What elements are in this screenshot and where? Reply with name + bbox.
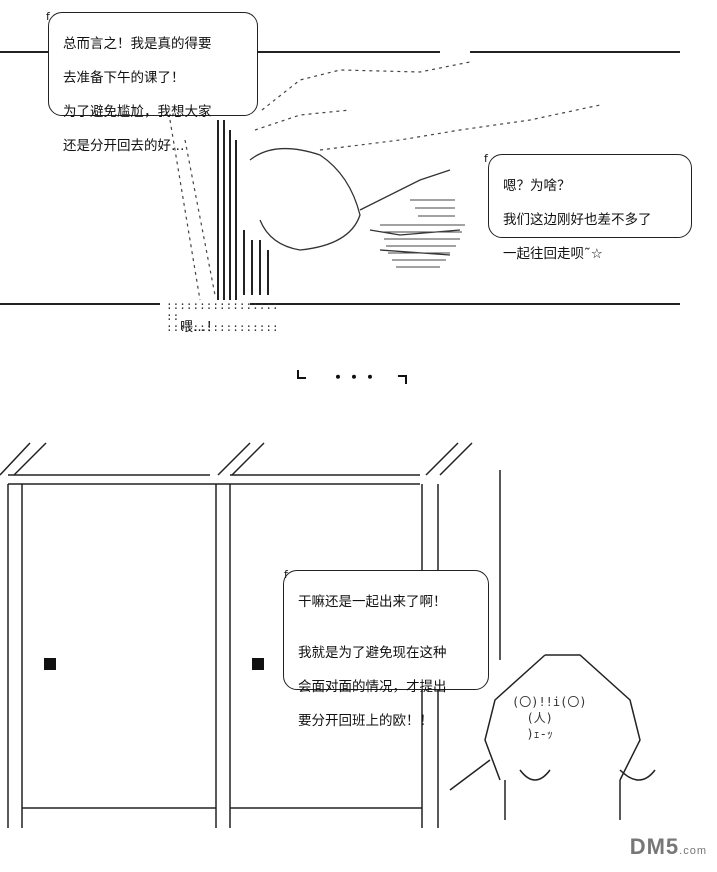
bubble-tag: f [284, 568, 288, 581]
bubble-line: 总而言之！我是真的得要 [63, 36, 212, 52]
shout-text: 喂…！ [180, 320, 220, 335]
figure-hatching [217, 120, 269, 300]
bubble-line: 去准备下午的课了！ [63, 70, 185, 86]
panel1-rules [0, 51, 680, 305]
bubble-line: 我们这边刚好也差不多了 [503, 212, 652, 228]
shout-dots: ::::::::::::::::: :: ::::::::::::::::: [166, 299, 279, 334]
bubble-line: 为了避免尴尬，我想大家 [63, 104, 212, 120]
speech-bubble-right: 嗯？为啥？ 我们这边刚好也差不多了 一起往回走呗˜☆ [488, 154, 692, 262]
bubble-line: 要分开回班上的欧！！ [298, 713, 433, 729]
watermark-suffix: .com [679, 845, 707, 857]
ellipsis-brackets [297, 370, 407, 384]
speech-bubble-panel2: 干嘛还是一起出来了啊！ 我就是为了避免现在这种 会面对面的情况，才提出 要分开回… [283, 570, 489, 729]
bubble-line: 一起往回走呗˜☆ [503, 246, 603, 262]
ellipsis-text: ・・・ [330, 368, 379, 387]
bubble-tag: f [46, 10, 50, 23]
character-face: (〇)!!i(〇) (人) )ｪ-ｯ [512, 695, 587, 741]
bubble-line: 干嘛还是一起出来了啊！ [298, 594, 447, 610]
bubble-line: 我就是为了避免现在这种 [298, 645, 447, 661]
door-handle-left [44, 658, 56, 670]
speech-bubble-left: 总而言之！我是真的得要 去准备下午的课了！ 为了避免尴尬，我想大家 还是分开回去… [48, 12, 258, 154]
character-sketch [449, 654, 656, 820]
door-handle-right [252, 658, 264, 670]
bubble-line: 嗯？为啥？ [503, 178, 571, 194]
dotted-motion-lines [169, 61, 601, 301]
bubble-tag: f [484, 152, 488, 165]
watermark-logo: DM5.com [630, 834, 707, 860]
bubble-line: 会面对面的情况，才提出 [298, 679, 447, 695]
bubble-line: 还是分开回去的好… [63, 138, 185, 154]
watermark-text: DM5 [629, 834, 680, 859]
hatch-right [380, 199, 465, 268]
